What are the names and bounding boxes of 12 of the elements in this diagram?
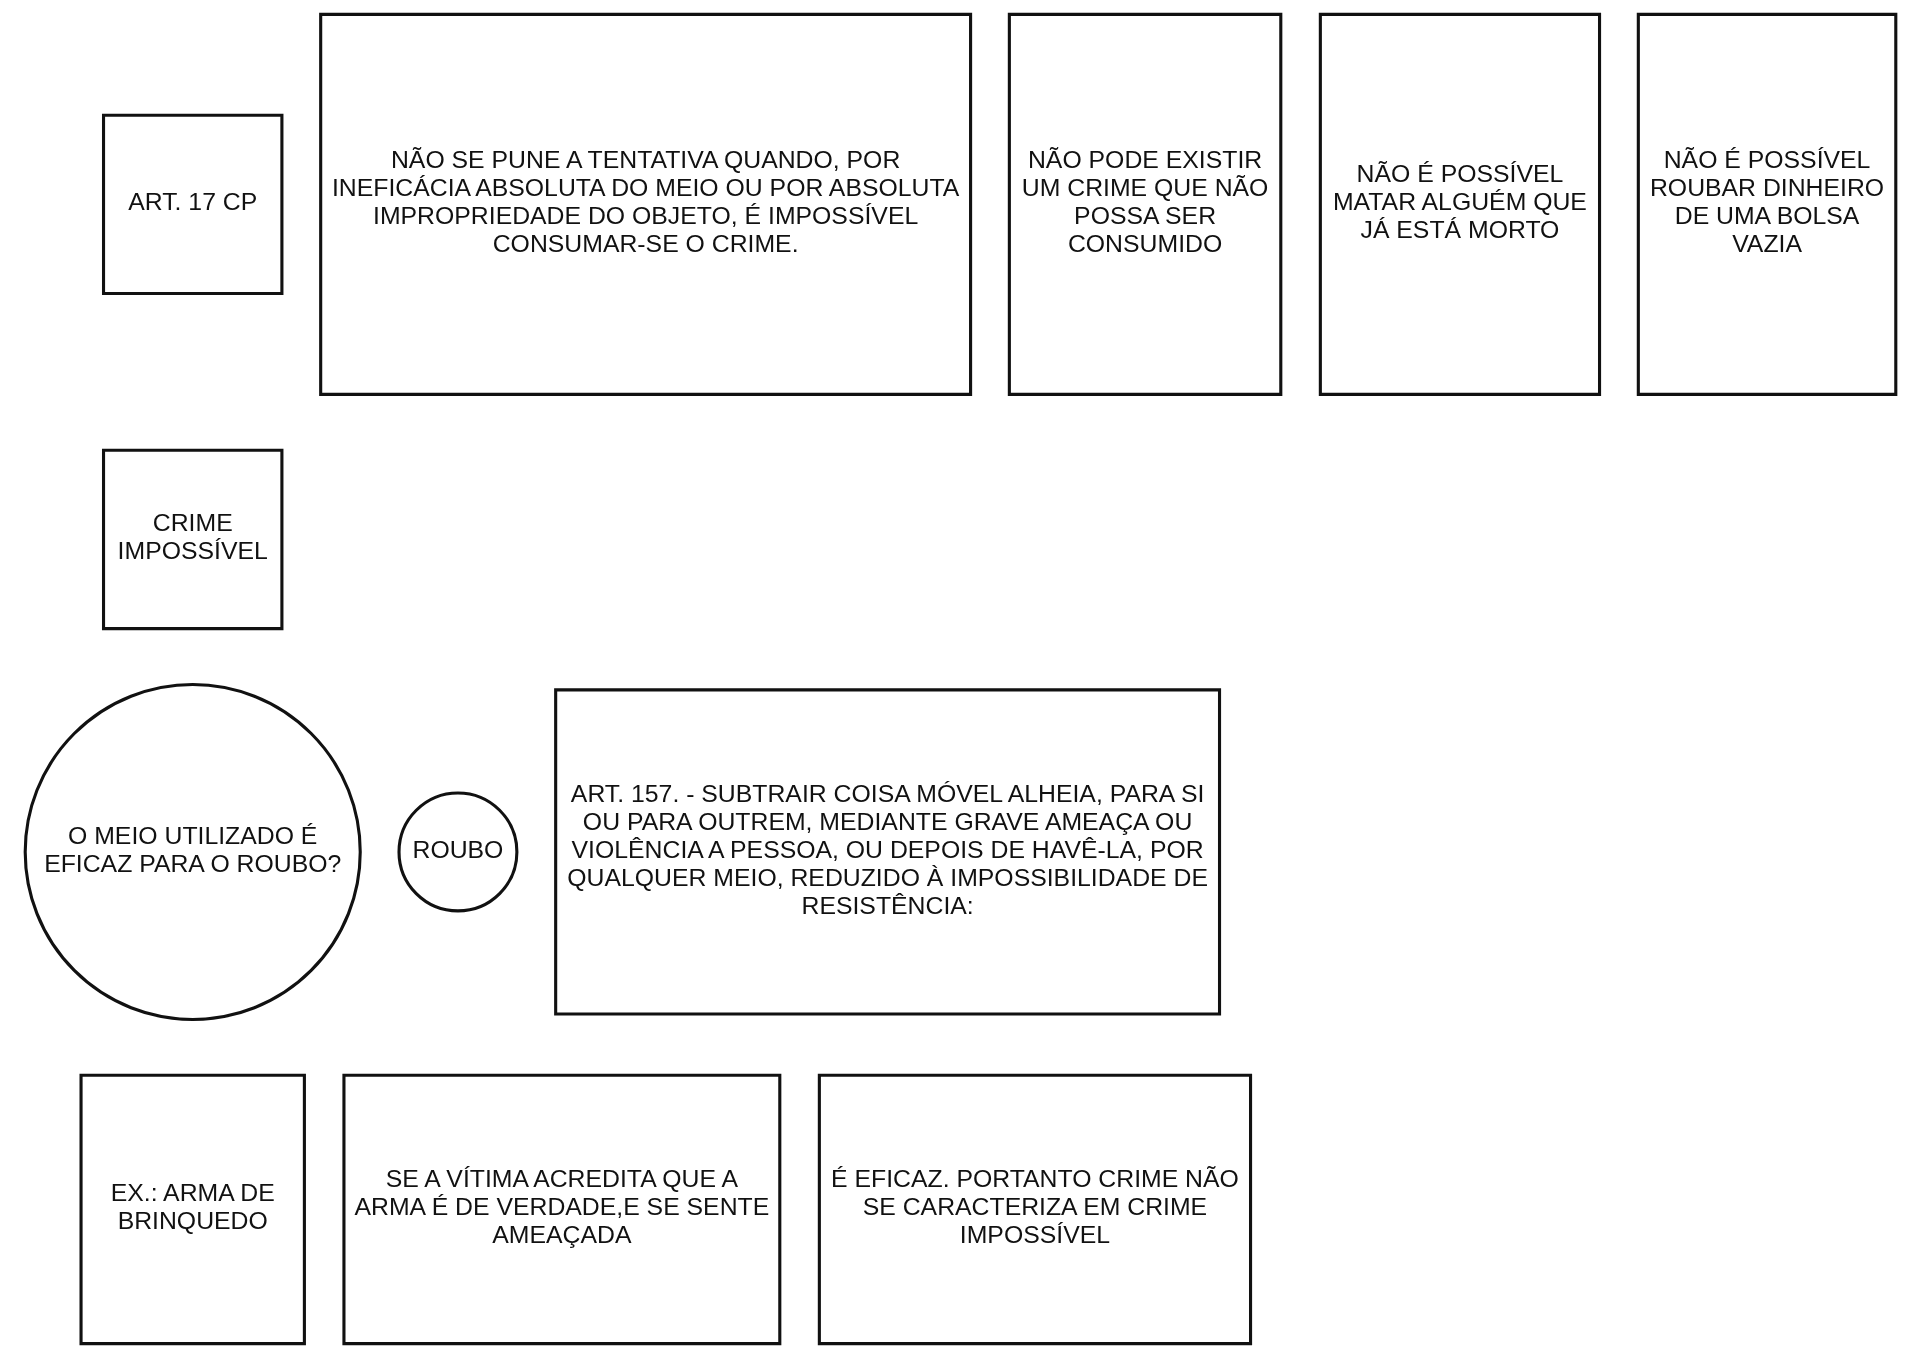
node-circle: ROUBO	[396, 791, 518, 913]
node-box: ART. 17 CP	[101, 113, 283, 296]
node-box: NÃO É POSSÍVEL ROUBAR DINHEIRO DE UMA BOLSA VAZIA	[1636, 12, 1897, 396]
node-box: NÃO É POSSÍVEL MATAR ALGUÉM QUE JÁ ESTÁ MORTO	[1318, 12, 1601, 396]
node-circle: O MEIO UTILIZADO É EFICAZ PARA O ROUBO?	[23, 682, 362, 1021]
node-box: É EFICAZ. PORTANTO CRIME NÃO SE CARACTERIZA EM CRIME IMPOSSÍVEL	[817, 1073, 1252, 1346]
node-box: EX.: ARMA DE BRINQUEDO	[79, 1073, 306, 1346]
node-box: NÃO SE PUNE A TENTATIVA QUANDO, POR INEFICÁCIA ABSOLUTA DO MEIO OU POR ABSOLUTA IMPROPRIEDADE DO OBJETO, É IMPOSSÍVEL CONSUMAR-SE O CRIME.	[318, 12, 972, 396]
node-box: SE A VÍTIMA ACREDITA QUE A ARMA É DE VERDADE,E SE SENTE AMEAÇADA	[341, 1073, 781, 1346]
node-box: ART. 157. - SUBTRAIR COISA MÓVEL ALHEIA, PARA SI OU PARA OUTREM, MEDIANTE GRAVE AMEAÇA OU VIOLÊNCIA A PESSOA, OU DEPOIS DE HAVÊ-LA, POR QUALQUER MEIO, REDUZIDO À IMPOSSIBILIDADE DE RESISTÊNCIA:	[553, 688, 1221, 1016]
node-box: NÃO PODE EXISTIR UM CRIME QUE NÃO POSSA SER CONSUMIDO	[1007, 12, 1282, 396]
node-box: CRIME IMPOSSÍVEL	[101, 448, 283, 631]
